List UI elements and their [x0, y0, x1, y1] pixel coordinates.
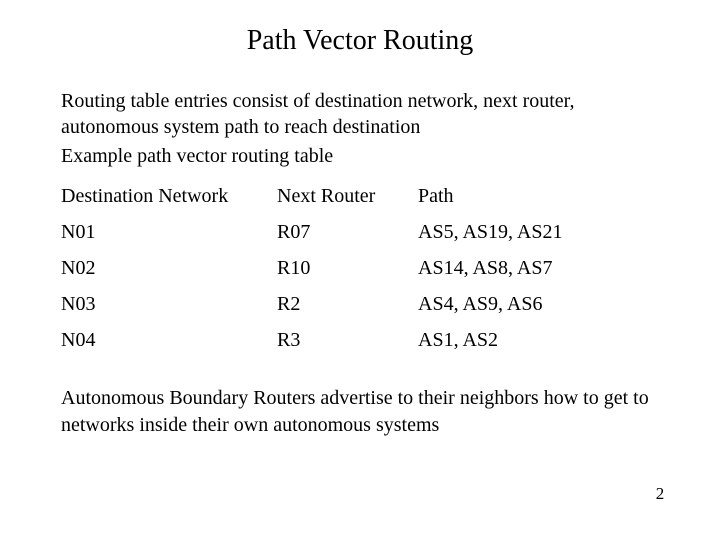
footer-paragraph: Autonomous Boundary Routers advertise to… [61, 385, 691, 439]
cell-path-n04: AS1, AS2 [418, 329, 499, 351]
column-header-path: Path [418, 185, 454, 207]
routing-table: Destination Network Next Router Path N01… [61, 183, 681, 363]
slide-title: Path Vector Routing [246, 25, 474, 56]
cell-path-n03: AS4, AS9, AS6 [418, 293, 543, 315]
column-header-next-router: Next Router [277, 185, 376, 207]
cell-path-n02: AS14, AS8, AS7 [418, 257, 553, 279]
intro-line-1: Routing table entries consist of destina… [61, 90, 575, 112]
cell-next-router-n03: R2 [277, 293, 301, 315]
cell-destination-n03: N03 [61, 293, 96, 315]
cell-next-router-n04: R3 [277, 329, 301, 351]
footer-line-2: networks inside their own autonomous sys… [61, 414, 440, 436]
footer-line-1: Autonomous Boundary Routers advertise to… [61, 387, 649, 409]
cell-destination-n01: N01 [61, 221, 96, 243]
column-header-destination-network: Destination Network [61, 185, 229, 207]
example-caption: Example path vector routing table [61, 145, 334, 167]
cell-next-router-n01: R07 [277, 221, 311, 243]
cell-destination-n02: N02 [61, 257, 96, 279]
cell-destination-n04: N04 [61, 329, 96, 351]
intro-paragraph: Routing table entries consist of destina… [61, 88, 681, 140]
cell-next-router-n02: R10 [277, 257, 311, 279]
intro-line-2: autonomous system path to reach destinat… [61, 116, 421, 138]
cell-path-n01: AS5, AS19, AS21 [418, 221, 563, 243]
page-number: 2 [655, 484, 665, 503]
